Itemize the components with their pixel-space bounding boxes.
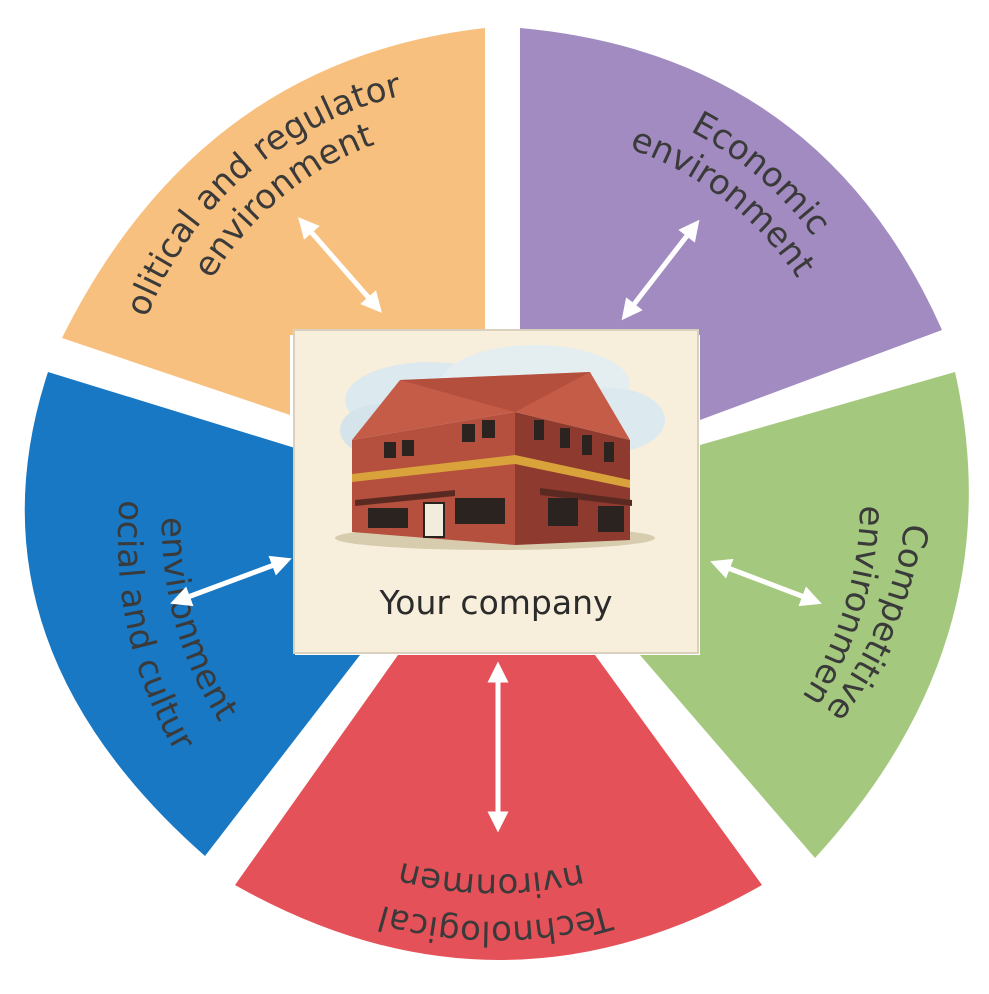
double-arrow-icon	[298, 217, 382, 313]
double-arrow-icon	[621, 219, 700, 321]
double-arrow-icon	[170, 555, 292, 607]
double-arrow-icon	[710, 558, 822, 607]
center-box-label: Your company	[378, 583, 612, 622]
segment-social-shape	[24, 372, 360, 856]
center-box: Your company	[293, 329, 699, 654]
segment-competitive-shape	[640, 372, 969, 858]
segment-economic-shape	[520, 28, 942, 420]
building-icon	[335, 345, 665, 550]
segment-economic: Economic environment	[520, 28, 942, 420]
segment-political-shape	[62, 28, 485, 415]
